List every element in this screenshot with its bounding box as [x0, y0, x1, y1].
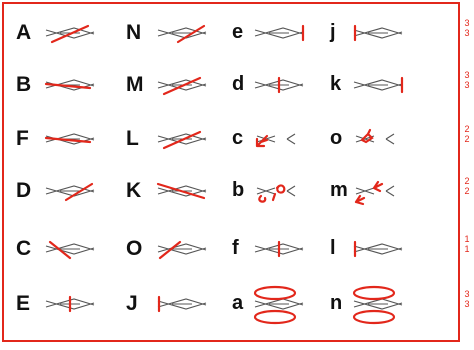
- stimulus-figure-k: [353, 76, 404, 94]
- stimulus-figure-C: [45, 240, 95, 260]
- side-annotation-digit: 3: [464, 18, 470, 28]
- cell-label-E: E: [16, 292, 31, 315]
- cell-label-f: f: [232, 237, 239, 259]
- cell-label-L: L: [126, 127, 139, 150]
- cell-label-d: d: [232, 73, 245, 95]
- cell-label-c: c: [232, 127, 244, 149]
- stimulus-figure-b: [256, 184, 296, 203]
- cell-label-o: o: [330, 127, 343, 149]
- cell-label-l: l: [330, 237, 336, 259]
- stimulus-figure-E: [45, 295, 95, 313]
- side-annotation-digit: 2: [464, 176, 470, 186]
- side-annotation-digit: 2: [464, 186, 470, 196]
- cell-label-k: k: [330, 73, 342, 95]
- cell-label-A: A: [16, 21, 32, 44]
- cell-label-j: j: [330, 21, 336, 43]
- stimulus-figure-A: [45, 24, 95, 44]
- figure-border: [2, 2, 460, 342]
- cell-label-M: M: [126, 73, 144, 96]
- cell-label-N: N: [126, 21, 142, 44]
- side-annotation-digit: 3: [464, 289, 470, 299]
- side-annotation-digit: 3: [464, 80, 470, 90]
- stimulus-figure-f: [254, 240, 304, 258]
- side-annotation-digit: 3: [464, 299, 470, 309]
- cell-label-C: C: [16, 237, 32, 260]
- cell-label-F: F: [16, 127, 29, 150]
- stimulus-figure-m: [354, 180, 395, 206]
- stimulus-figure-J: [157, 295, 207, 313]
- stimulus-figure-B: [44, 79, 95, 91]
- stimulus-figure-a: [253, 285, 304, 325]
- cell-label-B: B: [16, 73, 32, 96]
- stimulus-figure-M: [157, 76, 207, 96]
- stimulus-figure-K: [156, 182, 207, 200]
- stimulus-figure-n: [352, 285, 403, 325]
- cell-label-a: a: [232, 292, 244, 314]
- stimulus-figure-c: [255, 133, 296, 148]
- side-annotation-digit: 3: [464, 28, 470, 38]
- stimulus-figure-N: [157, 24, 207, 44]
- stimulus-figure-O: [157, 240, 207, 260]
- cell-label-J: J: [126, 292, 138, 315]
- stimulus-figure-F: [44, 133, 95, 145]
- side-annotation-digit: 1: [464, 244, 470, 254]
- cell-label-n: n: [330, 292, 343, 314]
- cell-label-m: m: [330, 179, 348, 201]
- cell-label-b: b: [232, 179, 245, 201]
- cell-label-D: D: [16, 179, 32, 202]
- side-annotation-digit: 3: [464, 70, 470, 80]
- stimulus-figure-D: [45, 182, 95, 202]
- stimulus-figure-L: [157, 130, 207, 150]
- stimulus-figure-o: [355, 128, 395, 145]
- stimulus-figure-j: [353, 24, 403, 42]
- side-annotation-digit: 1: [464, 234, 470, 244]
- cell-label-e: e: [232, 21, 244, 43]
- side-annotation-digit: 2: [464, 124, 470, 134]
- stimulus-figure-e: [254, 24, 305, 42]
- cell-label-K: K: [126, 179, 142, 202]
- stimulus-figure-l: [353, 240, 403, 258]
- stimulus-figure-d: [254, 76, 304, 94]
- side-annotation-digit: 2: [464, 134, 470, 144]
- cell-label-O: O: [126, 237, 143, 260]
